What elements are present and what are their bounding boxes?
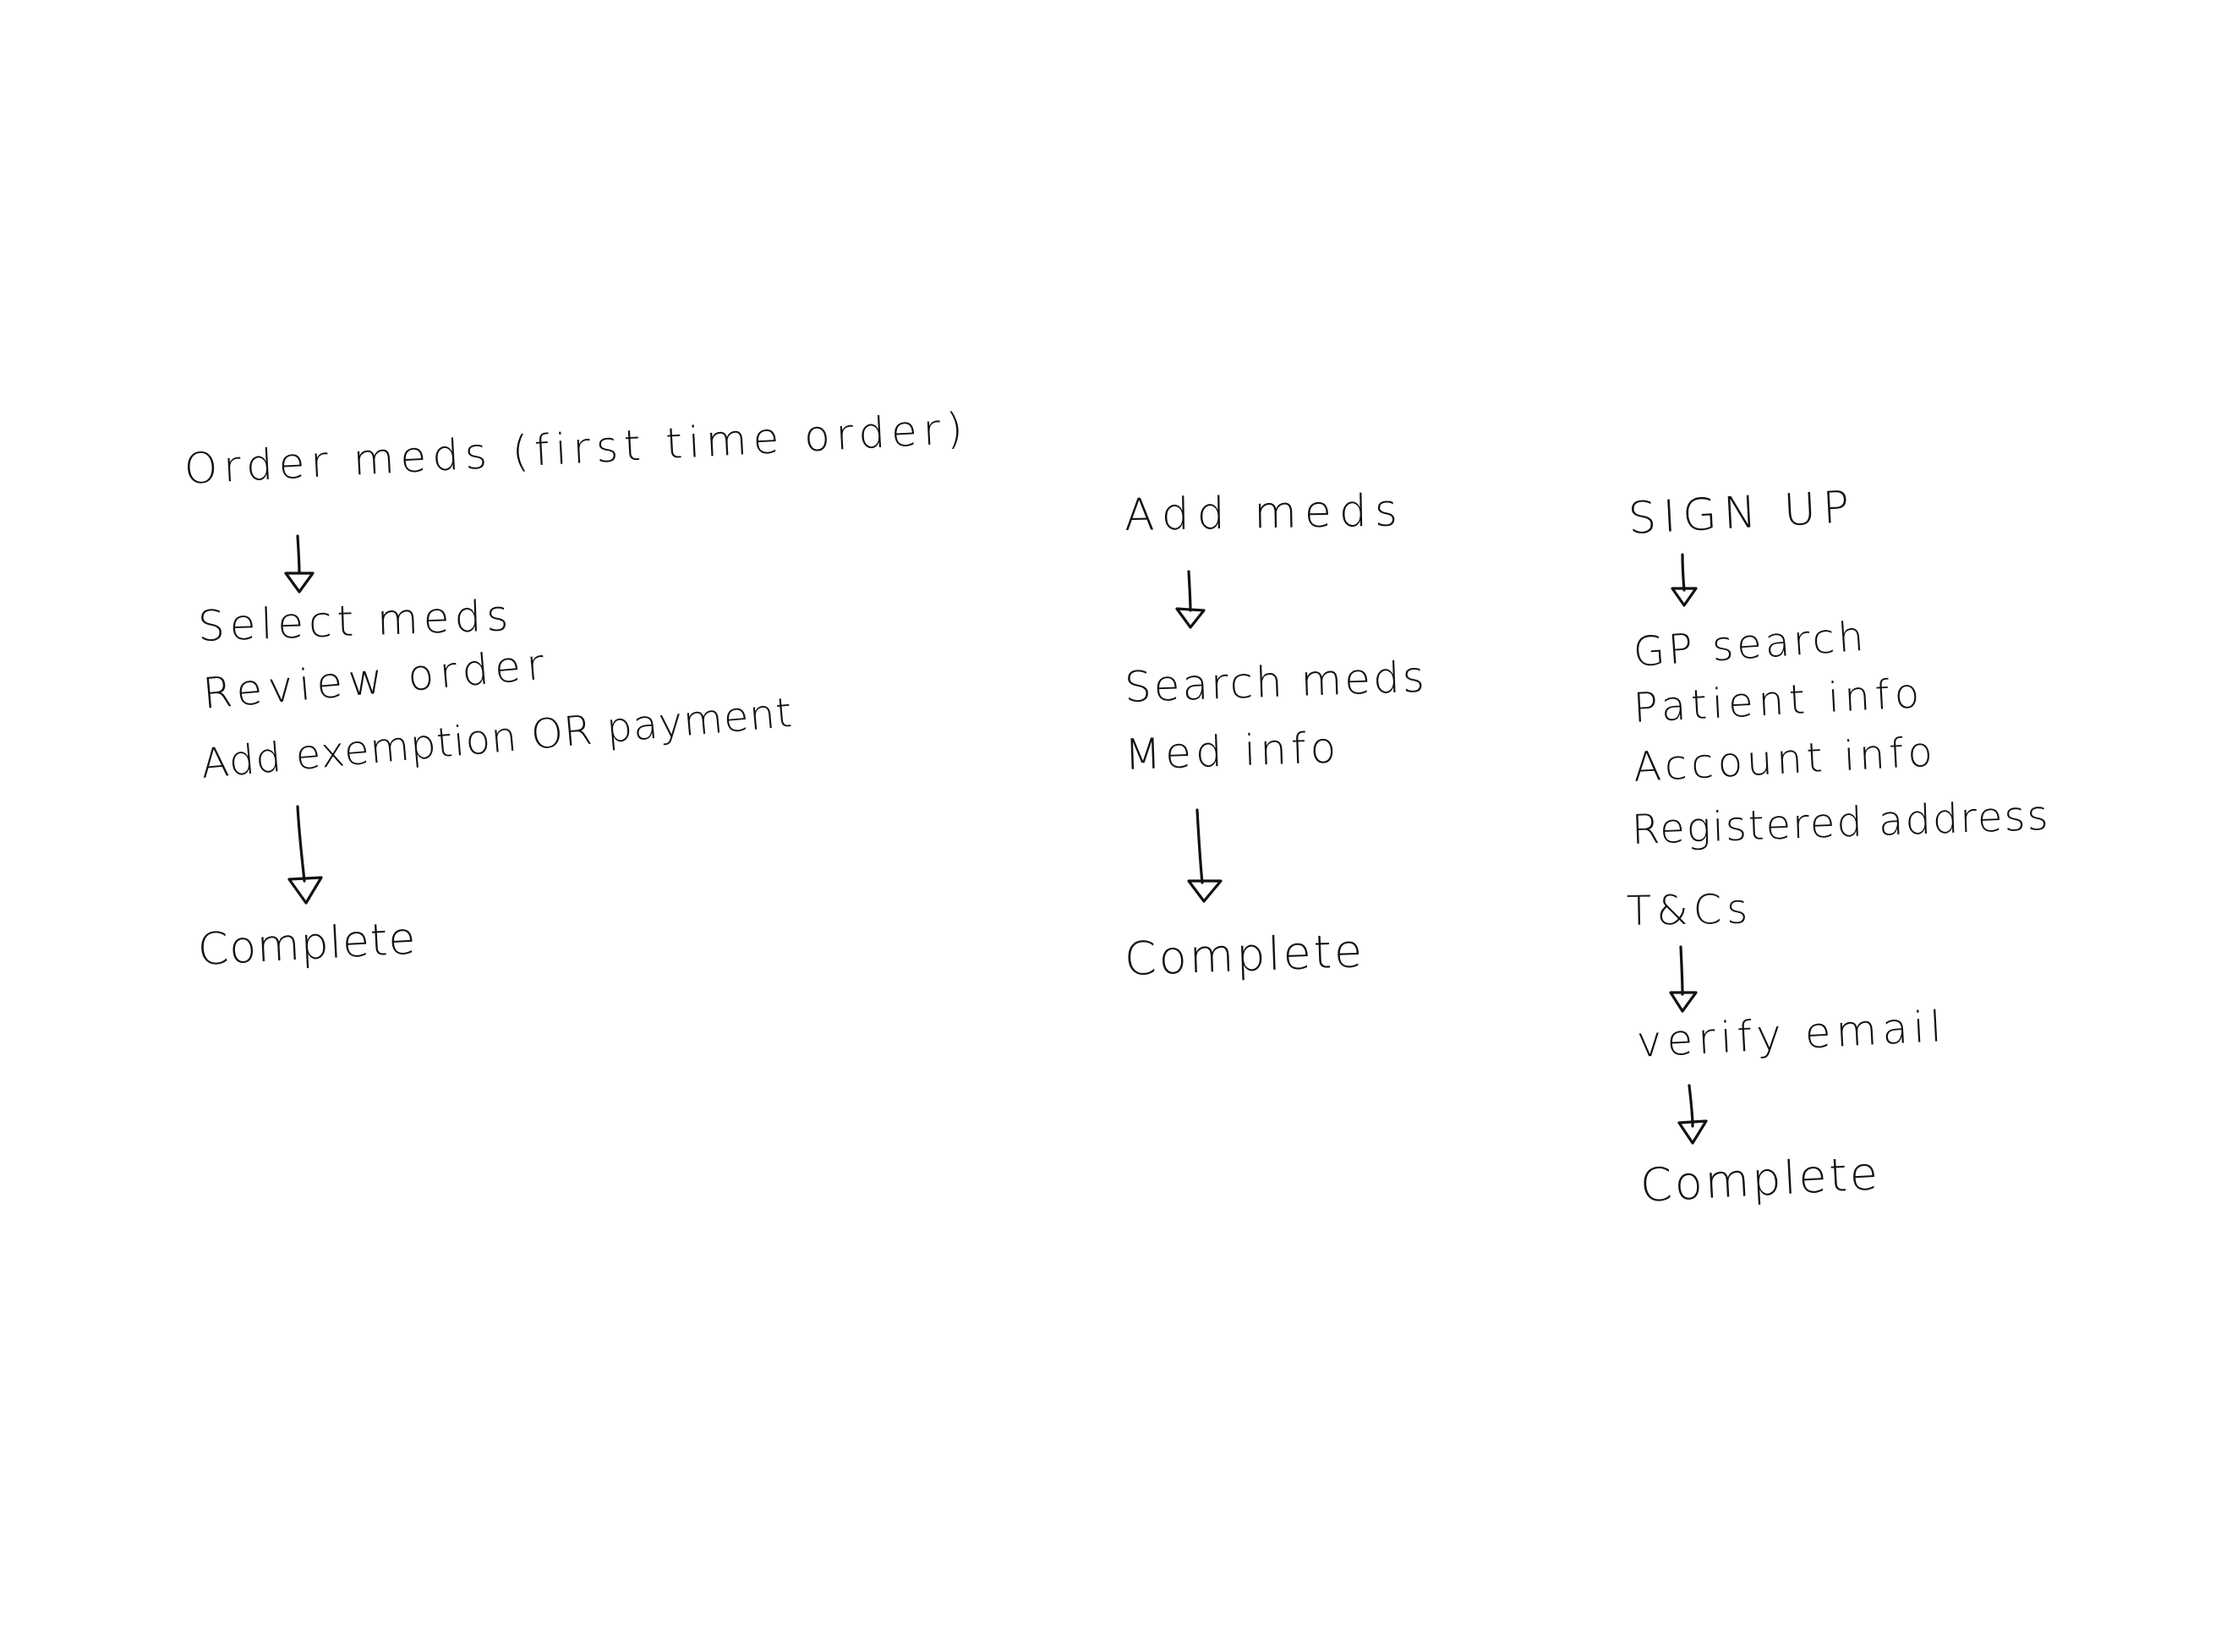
flow-sign-up-arrow-1 — [1671, 553, 1698, 607]
flow-sign-up-step-gp-search: GP search — [1632, 612, 1869, 676]
flow-sign-up-step-registered-address: Registered address — [1631, 791, 2051, 854]
flow-sign-up-arrow-2 — [1669, 945, 1698, 1013]
flow-sign-up-step-account-info: Account info — [1632, 728, 1939, 791]
flow-order-meds-arrow-2 — [287, 805, 323, 905]
flow-add-meds-step-search-meds: Search meds — [1123, 652, 1428, 712]
flow-order-meds-complete: Complete — [196, 913, 418, 976]
flow-sign-up-arrow-3 — [1677, 1084, 1708, 1145]
flow-order-meds-step-review-order: Review order — [200, 639, 552, 719]
flow-add-meds-title: Add meds — [1124, 485, 1406, 541]
flow-add-meds-complete: Complete — [1123, 924, 1366, 986]
flow-order-meds-step-select-meds: Select meds — [196, 590, 515, 651]
flow-order-meds-title: Order meds (first time order) — [183, 403, 971, 494]
flow-sign-up-complete: Complete — [1638, 1146, 1882, 1212]
flow-order-meds-arrow-1 — [284, 534, 315, 594]
flow-add-meds-arrow-1 — [1175, 570, 1206, 629]
flow-sign-up-step-terms: T&Cs — [1626, 885, 1753, 935]
flow-sign-up-title: SIGN UP — [1627, 481, 1857, 544]
flow-add-meds-step-med-info: Med info — [1123, 723, 1342, 780]
flow-sign-up-step-patient-info: Patient info — [1632, 670, 1926, 732]
flow-add-meds-arrow-2 — [1187, 808, 1223, 903]
